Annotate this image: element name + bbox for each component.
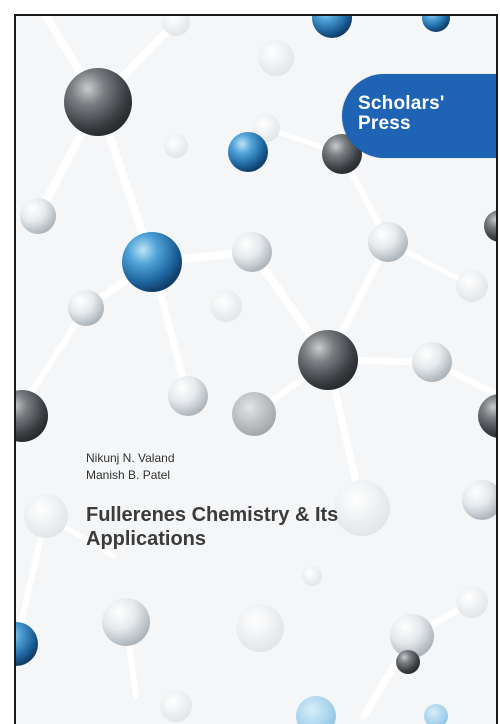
- atom-faint: [302, 566, 322, 586]
- atom-faint: [456, 586, 488, 618]
- atom-blue: [122, 232, 182, 292]
- atom-dark: [298, 330, 358, 390]
- atom-blue: [422, 16, 450, 32]
- atom-dark: [478, 394, 496, 438]
- atom-faint: [456, 270, 488, 302]
- book-cover: Scholars' Press Nikunj N. Valand Manish …: [14, 14, 498, 724]
- authors: Nikunj N. Valand Manish B. Patel: [86, 450, 175, 484]
- atom-white: [20, 198, 56, 234]
- atom-faint: [334, 480, 390, 536]
- atom-white: [390, 614, 434, 658]
- book-title: Fullerenes Chemistry & Its Applications: [86, 503, 446, 551]
- atom-white: [168, 376, 208, 416]
- atom-faint: [24, 494, 68, 538]
- atom-white: [368, 222, 408, 262]
- atom-faint: [164, 134, 188, 158]
- atom-white: [462, 480, 496, 520]
- author-name: Manish B. Patel: [86, 468, 171, 482]
- atom-faint: [296, 696, 336, 724]
- atom-faint: [160, 690, 192, 722]
- publisher-name-line2: Press: [358, 113, 411, 134]
- book-title-line2: Applications: [86, 528, 207, 550]
- atom-faint: [252, 114, 280, 142]
- atom-faint: [258, 40, 294, 76]
- atom-faint: [162, 16, 190, 36]
- atom-dark: [64, 68, 132, 136]
- atom-faint: [210, 290, 242, 322]
- atom-faint: [236, 604, 284, 652]
- author-name: Nikunj N. Valand: [86, 451, 175, 465]
- atom-dark: [484, 210, 496, 242]
- atom-blue: [228, 132, 268, 172]
- atom-white: [412, 342, 452, 382]
- atom-white: [68, 290, 104, 326]
- atom-dark: [396, 650, 420, 674]
- atom-blue: [16, 622, 38, 666]
- publisher-logo: Scholars' Press: [342, 74, 496, 158]
- atom-white: [102, 598, 150, 646]
- atom-blue: [312, 16, 352, 38]
- atom-faint: [232, 392, 276, 436]
- publisher-logo-text: Scholars' Press: [358, 94, 445, 134]
- publisher-name-line1: Scholars': [358, 93, 445, 114]
- atom-faint: [424, 704, 448, 724]
- atom-white: [232, 232, 272, 272]
- atom-dark: [16, 390, 48, 442]
- book-title-line1: Fullerenes Chemistry & Its: [86, 504, 339, 526]
